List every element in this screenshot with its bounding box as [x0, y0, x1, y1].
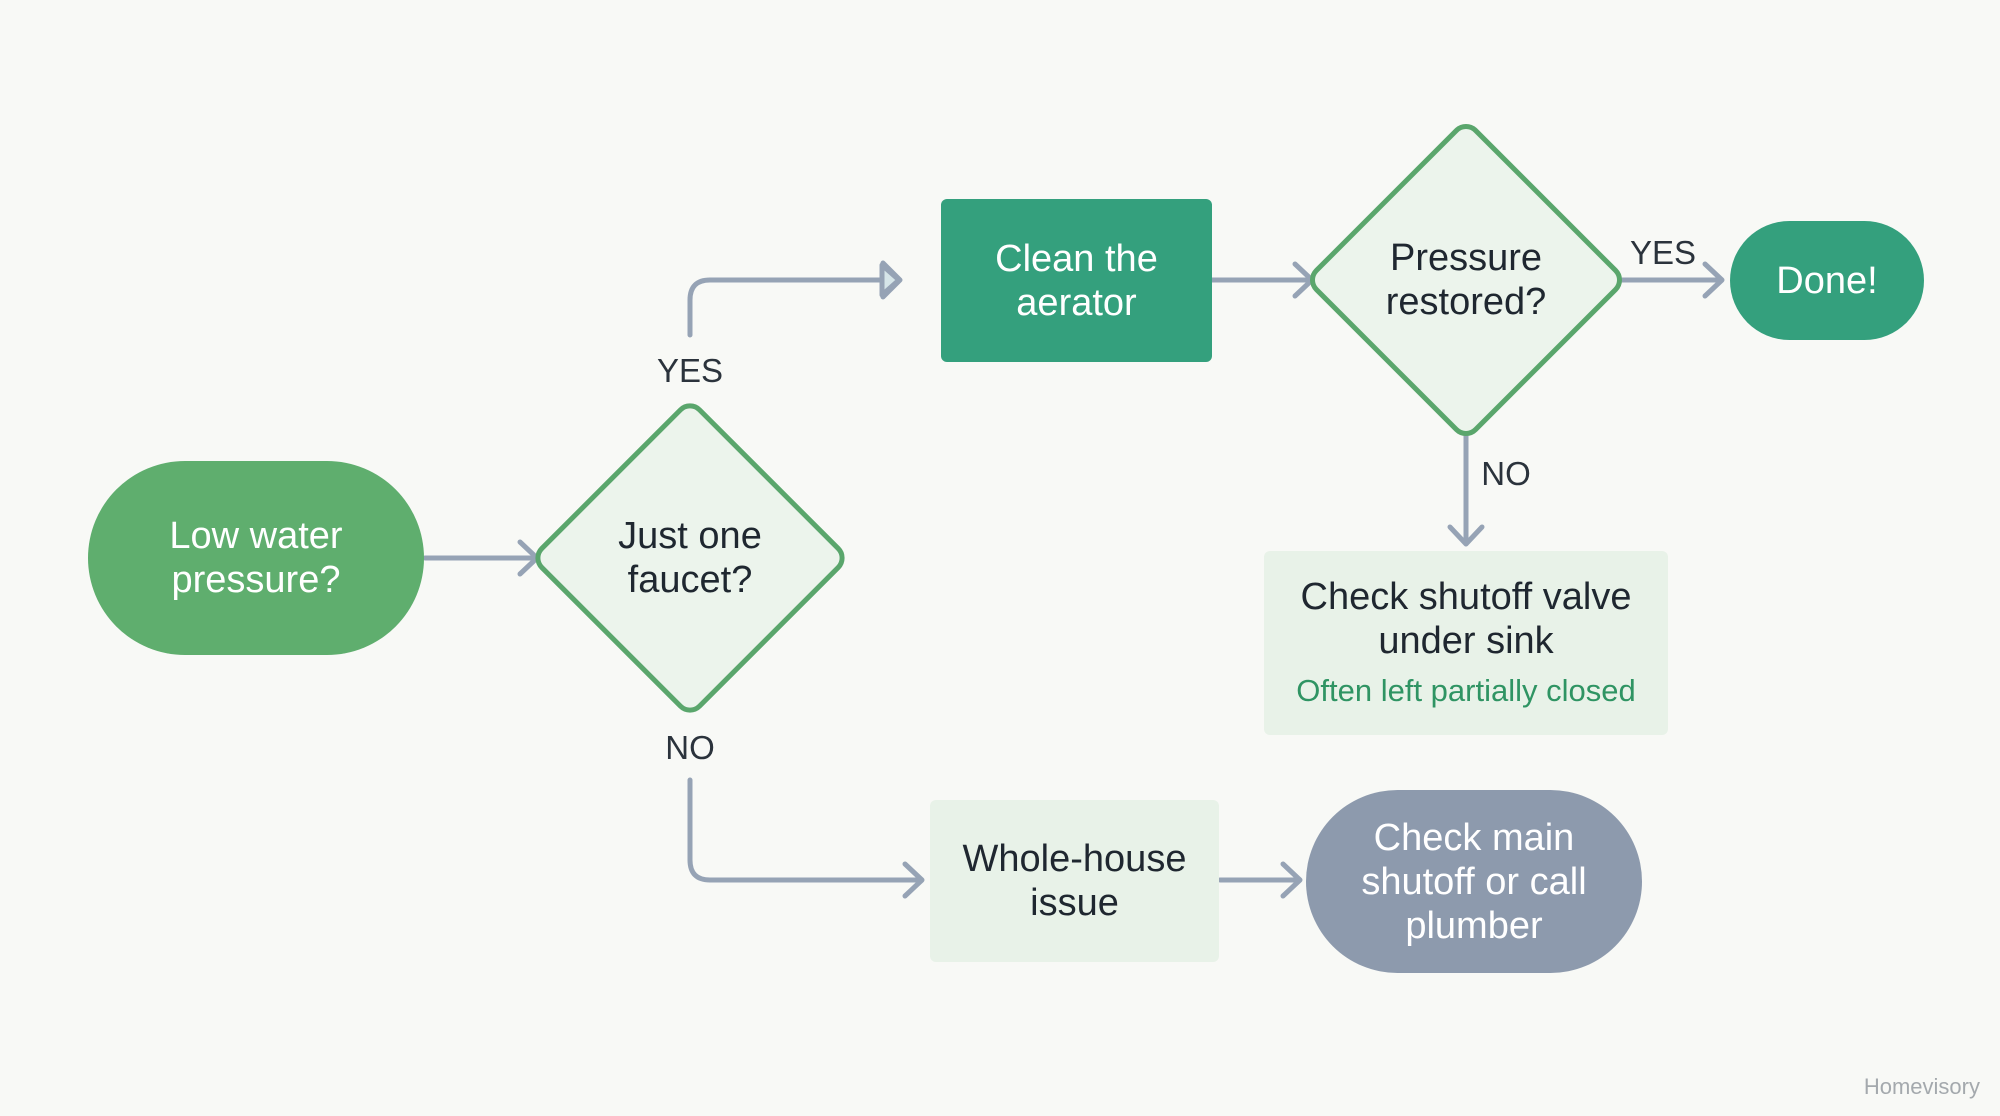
shutoff-valve-node: Check shutoff valve under sink Often lef… — [1264, 551, 1668, 735]
faucet-question-label: Just one faucet? — [618, 515, 762, 601]
clean-aerator-label: Clean the aerator — [995, 237, 1158, 324]
shutoff-valve-note: Often left partially closed — [1296, 673, 1636, 708]
faucet-no-label: NO — [665, 729, 715, 766]
arrowhead-whole-house — [902, 861, 925, 899]
done-label: Done! — [1776, 259, 1878, 302]
main-shutoff-node: Check main shutoff or call plumber — [1306, 790, 1642, 973]
whole-house-node: Whole-house issue — [930, 800, 1219, 962]
arrowhead-shutoff — [1447, 524, 1485, 547]
restored-no-label: NO — [1481, 455, 1531, 492]
start-label: Low water pressure? — [169, 515, 343, 601]
clean-aerator-node: Clean the aerator — [941, 199, 1212, 362]
arrowhead-clean-outline — [879, 262, 902, 298]
arrowhead-main — [1280, 861, 1303, 899]
faucet-yes-label: YES — [656, 352, 724, 389]
restored-question-label: Pressure restored? — [1385, 237, 1547, 323]
brand-watermark: Homevisory — [1863, 1074, 1980, 1099]
done-node: Done! — [1730, 221, 1924, 340]
start-node: Low water pressure? — [88, 461, 424, 655]
arrowhead-done — [1702, 261, 1725, 299]
whole-house-label: Whole-house issue — [962, 838, 1187, 924]
shutoff-valve-label: Check shutoff valve under sink — [1300, 576, 1632, 662]
arrow-faucet-yes — [687, 277, 898, 338]
restored-yes-label: YES — [1629, 234, 1697, 271]
arrow-faucet-no — [687, 777, 923, 883]
main-shutoff-label: Check main shutoff or call plumber — [1361, 816, 1587, 947]
